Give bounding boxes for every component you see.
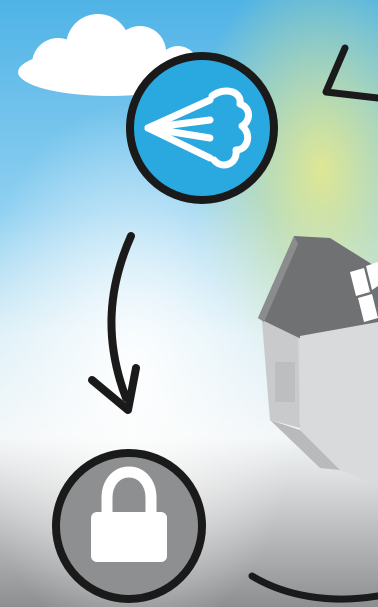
wind-icon bbox=[130, 56, 274, 200]
lock-icon bbox=[56, 453, 202, 599]
